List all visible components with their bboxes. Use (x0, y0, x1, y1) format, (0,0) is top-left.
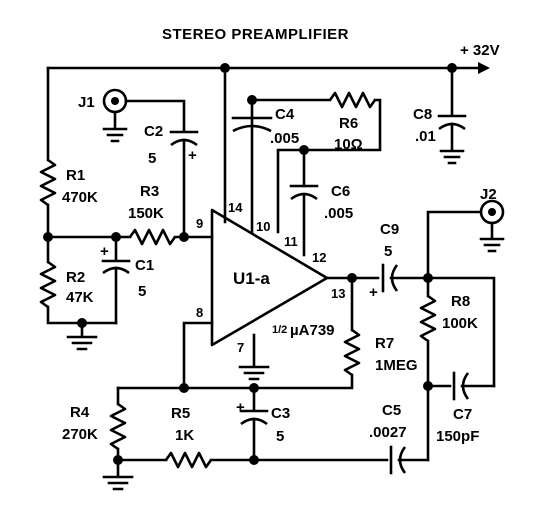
R8-value: 100K (442, 315, 478, 332)
svg-text:+: + (188, 147, 197, 164)
R4-resistor (109, 402, 127, 451)
C3-capacitor: + (236, 399, 269, 426)
C9-value: 5 (384, 243, 392, 260)
opamp-u1a: U1-a 1/2 µA739 (210, 208, 335, 347)
C1-value: 5 (138, 283, 146, 300)
output-network: 13 + (116, 199, 505, 462)
C4-value: .005 (270, 130, 299, 147)
pin-9: 9 (196, 216, 203, 231)
C3-value: 5 (276, 428, 284, 445)
C7-value: 150pF (436, 428, 479, 445)
svg-text:+: + (236, 399, 245, 416)
supply-arrow-icon (478, 62, 490, 74)
pin-14: 14 (228, 200, 243, 215)
C4-ref: C4 (275, 106, 295, 123)
R7-resistor (343, 328, 361, 377)
C7-ref: C7 (453, 406, 472, 423)
J2-jack-icon (479, 199, 505, 225)
C1-ref: C1 (135, 257, 154, 274)
feedback-network: 9 14 10 11 12 (196, 66, 467, 265)
R2-resistor (39, 260, 57, 309)
R7-ref: R7 (375, 335, 394, 352)
pin-7: 7 (237, 340, 244, 355)
C9-capacitor: + (369, 263, 399, 301)
input-network: + + (39, 66, 214, 351)
pin-13: 13 (331, 286, 345, 301)
ground-icon (102, 475, 134, 491)
R1-ref: R1 (66, 167, 85, 184)
R6-resistor (328, 91, 377, 109)
ground-icon (102, 127, 128, 143)
ground-icon (66, 335, 98, 351)
R3-resistor (128, 228, 177, 246)
C1-capacitor: + (100, 243, 131, 275)
C2-value: 5 (148, 150, 156, 167)
C5-ref: C5 (382, 402, 401, 419)
C6-value: .005 (324, 205, 353, 222)
pin-11: 11 (284, 234, 298, 249)
ground-icon (238, 365, 270, 381)
R5-ref: R5 (171, 405, 190, 422)
R5-value: 1K (175, 427, 194, 444)
C9-ref: C9 (380, 221, 399, 238)
svg-text:+: + (369, 284, 378, 301)
ground-icon (439, 149, 465, 165)
C4-capacitor (231, 116, 273, 133)
R6-ref: R6 (339, 115, 358, 132)
pin-10: 10 (256, 219, 270, 234)
supply-rail: + 32V (46, 42, 500, 74)
R3-ref: R3 (140, 183, 159, 200)
J2-label: J2 (480, 186, 497, 203)
C6-ref: C6 (331, 183, 350, 200)
R1-value: 470K (62, 189, 98, 206)
opamp-part: µA739 (290, 322, 335, 339)
J1-jack-icon (102, 88, 128, 114)
R2-ref: R2 (66, 269, 85, 286)
C2-ref: C2 (144, 123, 163, 140)
R4-value: 270K (62, 426, 98, 443)
ground-icon (479, 237, 505, 253)
bottom-network: 8 7 + (102, 305, 430, 491)
opamp-name: U1-a (233, 269, 270, 288)
pin-8: 8 (196, 305, 203, 320)
component-labels: J1 J2 C2 5 R1 470K R3 150K R2 47K C1 5 C… (62, 94, 497, 445)
C8-ref: C8 (413, 106, 432, 123)
R2-value: 47K (66, 289, 94, 306)
R6-value: 10Ω (334, 136, 363, 153)
R3-value: 150K (128, 205, 164, 222)
R5-resistor (164, 451, 213, 469)
R8-resistor (419, 294, 437, 343)
R4-ref: R4 (70, 404, 90, 421)
diagram-title: STEREO PREAMPLIFIER (162, 26, 349, 43)
supply-label: + 32V (460, 42, 500, 59)
R1-resistor (39, 158, 57, 207)
R7-value: 1MEG (375, 357, 418, 374)
J1-label: J1 (78, 94, 95, 111)
C3-ref: C3 (271, 405, 290, 422)
R8-ref: R8 (451, 293, 470, 310)
opamp-part-prefix: 1/2 (272, 324, 287, 336)
C8-value: .01 (415, 128, 436, 145)
pin-12: 12 (312, 250, 326, 265)
svg-text:+: + (100, 243, 109, 260)
C5-value: .0027 (369, 424, 407, 441)
